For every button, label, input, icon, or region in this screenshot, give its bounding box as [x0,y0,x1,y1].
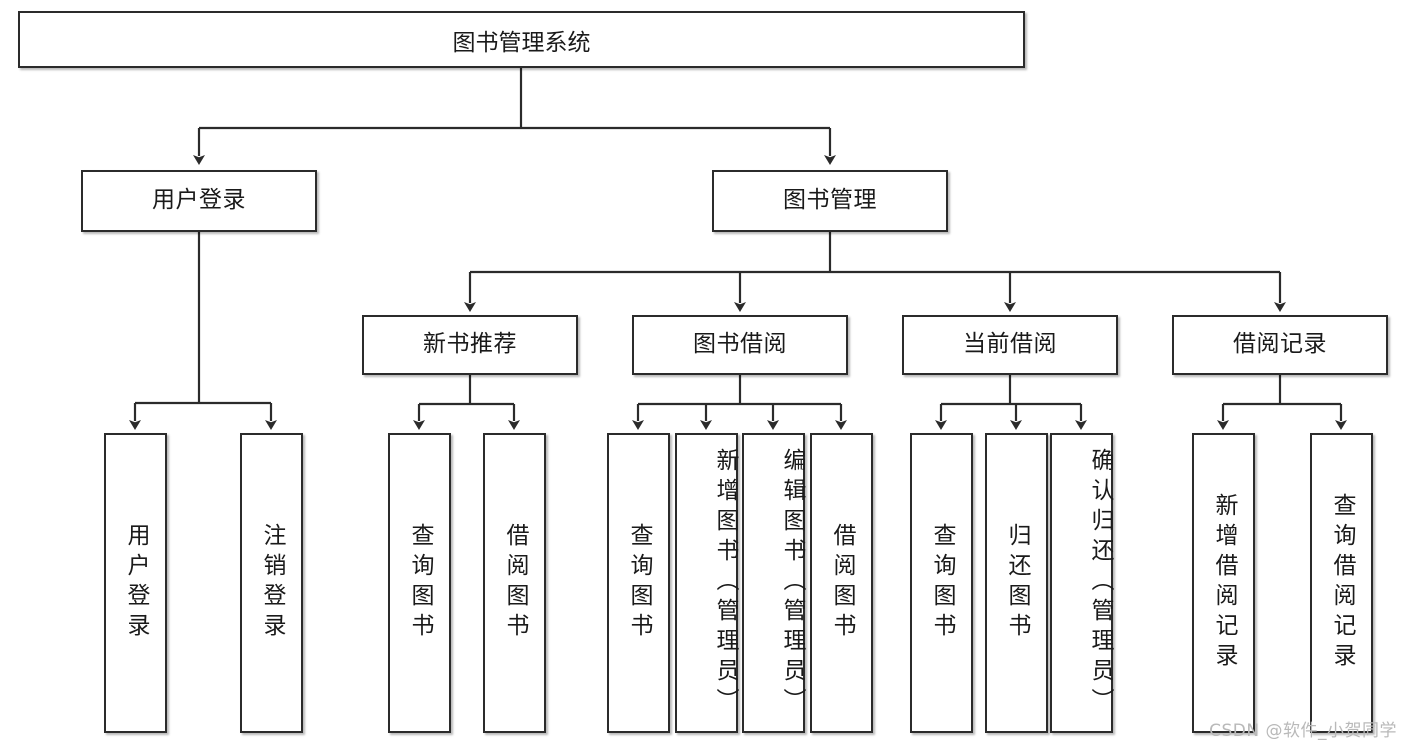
node-borrow-record-label: 借阅记录 [1233,331,1327,358]
node-borrow-record[interactable]: 借阅记录 [1172,315,1388,375]
leaf-user-login-label: 用户登录 [123,523,149,643]
node-current-borrow-label: 当前借阅 [963,331,1057,358]
leaf-edit-book-label: 编辑图书（管理员） [779,448,805,718]
node-book-borrow-label: 图书借阅 [693,331,787,358]
leaf-add-book-label: 新增图书（管理员） [712,448,738,718]
leaf-return-book[interactable]: 归还图书 [985,433,1048,733]
node-user-login[interactable]: 用户登录 [81,170,317,232]
leaf-add-borrow-record[interactable]: 新增借阅记录 [1192,433,1255,733]
leaf-add-book[interactable]: 新增图书（管理员） [675,433,738,733]
leaf-confirm-return-label: 确认归还（管理员） [1087,448,1113,718]
node-root-label: 图书管理系统 [452,29,591,56]
node-current-borrow[interactable]: 当前借阅 [902,315,1118,375]
leaf-query-borrow-record[interactable]: 查询借阅记录 [1310,433,1373,733]
leaf-borrow-book-2[interactable]: 借阅图书 [810,433,873,733]
node-user-login-label: 用户登录 [152,187,246,214]
leaf-query-book-1[interactable]: 查询图书 [388,433,451,733]
leaf-logout-login[interactable]: 注销登录 [240,433,303,733]
leaf-return-book-label: 归还图书 [1004,523,1030,643]
csdn-watermark: CSDN @软件_小贺同学 [1209,721,1397,741]
leaf-logout-login-label: 注销登录 [259,523,285,643]
node-root[interactable]: 图书管理系统 [18,11,1025,68]
leaf-edit-book[interactable]: 编辑图书（管理员） [742,433,805,733]
node-new-book-recommend-label: 新书推荐 [423,331,517,358]
node-book-borrow[interactable]: 图书借阅 [632,315,848,375]
leaf-query-borrow-record-label: 查询借阅记录 [1329,493,1355,673]
leaf-borrow-book-1[interactable]: 借阅图书 [483,433,546,733]
leaf-query-book-3-label: 查询图书 [929,523,955,643]
leaf-add-borrow-record-label: 新增借阅记录 [1211,493,1237,673]
leaf-query-book-3[interactable]: 查询图书 [910,433,973,733]
node-book-manage-label: 图书管理 [783,187,877,214]
leaf-query-book-1-label: 查询图书 [407,523,433,643]
node-new-book-recommend[interactable]: 新书推荐 [362,315,578,375]
leaf-borrow-book-2-label: 借阅图书 [829,523,855,643]
leaf-confirm-return[interactable]: 确认归还（管理员） [1050,433,1113,733]
leaf-user-login[interactable]: 用户登录 [104,433,167,733]
leaf-borrow-book-1-label: 借阅图书 [502,523,528,643]
leaf-query-book-2[interactable]: 查询图书 [607,433,670,733]
node-book-manage[interactable]: 图书管理 [712,170,948,232]
leaf-query-book-2-label: 查询图书 [626,523,652,643]
